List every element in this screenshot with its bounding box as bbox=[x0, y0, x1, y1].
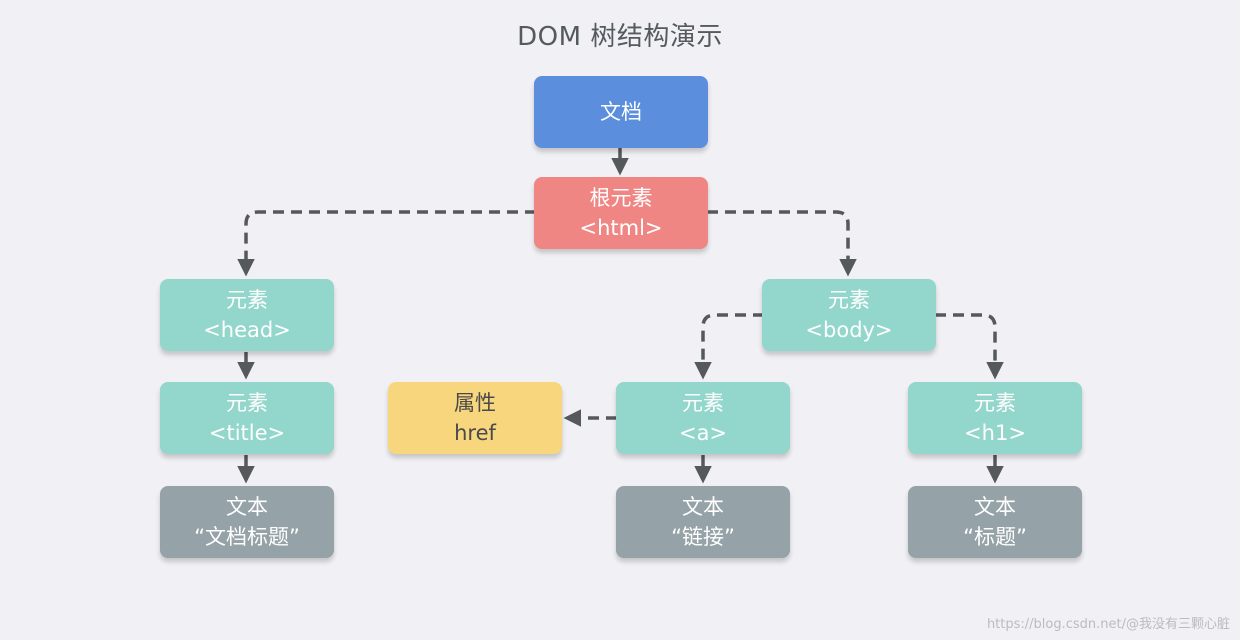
node-text-link: 文本 “链接” bbox=[616, 486, 790, 558]
edge-body-h1 bbox=[935, 313, 1004, 380]
node-html: 根元素 <html> bbox=[534, 177, 708, 249]
node-href-type: 属性 bbox=[454, 391, 496, 415]
node-head-type: 元素 bbox=[226, 288, 268, 312]
node-head-tag: <head> bbox=[203, 318, 291, 342]
node-document-label: 文档 bbox=[600, 100, 642, 124]
node-body-tag: <body> bbox=[805, 318, 893, 342]
watermark: https://blog.csdn.net/@我没有三颗心脏 bbox=[986, 617, 1230, 632]
node-title: 元素 <title> bbox=[160, 382, 334, 454]
node-body: 元素 <body> bbox=[762, 279, 936, 351]
node-text-title: 文本 “文档标题” bbox=[160, 486, 334, 558]
node-href-name: href bbox=[454, 421, 496, 445]
node-html-type: 根元素 bbox=[589, 186, 653, 210]
edge-html-head bbox=[237, 210, 536, 277]
node-html-tag: <html> bbox=[579, 216, 663, 240]
node-h1-type: 元素 bbox=[974, 391, 1016, 415]
node-body-type: 元素 bbox=[828, 288, 870, 312]
node-title-type: 元素 bbox=[226, 391, 268, 415]
node-text-title-type: 文本 bbox=[226, 495, 268, 519]
edge-html-body bbox=[707, 210, 857, 277]
node-href: 属性 href bbox=[388, 382, 562, 454]
node-text-heading-value: “标题” bbox=[963, 525, 1027, 549]
diagram-title: DOM 树结构演示 bbox=[517, 22, 723, 52]
node-head: 元素 <head> bbox=[160, 279, 334, 351]
node-text-link-type: 文本 bbox=[682, 495, 724, 519]
node-a-type: 元素 bbox=[682, 391, 724, 415]
edge-body-a bbox=[694, 313, 764, 380]
node-h1-tag: <h1> bbox=[964, 421, 1026, 445]
node-text-heading: 文本 “标题” bbox=[908, 486, 1082, 558]
node-text-title-value: “文档标题” bbox=[194, 525, 300, 549]
node-h1: 元素 <h1> bbox=[908, 382, 1082, 454]
node-a: 元素 <a> bbox=[616, 382, 790, 454]
node-text-link-value: “链接” bbox=[671, 525, 735, 549]
node-title-tag: <title> bbox=[208, 421, 286, 445]
node-text-heading-type: 文本 bbox=[974, 495, 1016, 519]
node-document: 文档 bbox=[534, 76, 708, 148]
node-a-tag: <a> bbox=[678, 421, 728, 445]
